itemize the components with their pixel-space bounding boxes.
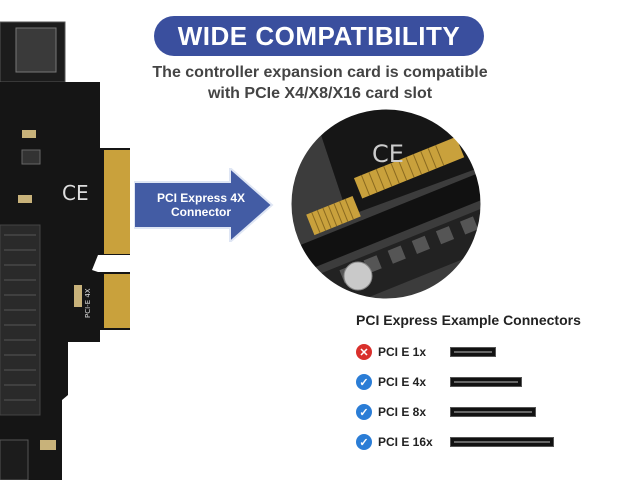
slot-16x (450, 437, 554, 447)
connector-label: PCI E 16x (378, 435, 433, 449)
slot-1x (450, 347, 496, 357)
gold-fingers-main (104, 150, 130, 254)
page-title: WIDE COMPATIBILITY (154, 16, 484, 56)
connector-row-4x: ✓ PCI E 4x (356, 371, 522, 393)
connector-row-1x: ✕ PCI E 1x (356, 341, 496, 363)
subtitle: The controller expansion card is compati… (120, 62, 520, 104)
connector-row-8x: ✓ PCI E 8x (356, 401, 536, 423)
callout-line-2: Connector (171, 205, 231, 219)
slot-closeup-image: CE (288, 106, 484, 302)
connector-label: PCI E 4x (378, 375, 427, 389)
connector-label: PCI E 8x (378, 405, 427, 419)
svg-text:CE: CE (372, 140, 404, 168)
connector-callout: PCI Express 4X Connector (146, 191, 256, 219)
slot-8x (450, 407, 536, 417)
connector-row-16x: ✓ PCI E 16x (356, 431, 554, 453)
svg-text:CE: CE (62, 181, 89, 205)
callout-line-1: PCI Express 4X (156, 191, 246, 205)
subtitle-line-1: The controller expansion card is compati… (152, 64, 488, 81)
cross-icon: ✕ (356, 344, 372, 360)
arrow-right-icon (134, 168, 274, 242)
slot-4x (450, 377, 522, 387)
connector-list-title: PCI Express Example Connectors (356, 312, 581, 328)
controller-card-illustration: CE PCI-E 4X (0, 21, 130, 480)
check-icon: ✓ (356, 404, 372, 420)
check-icon: ✓ (356, 374, 372, 390)
check-icon: ✓ (356, 434, 372, 450)
subtitle-line-2: with PCIe X4/X8/X16 card slot (207, 85, 433, 102)
gold-fingers-small (104, 274, 130, 328)
connector-label: PCI E 1x (378, 345, 427, 359)
card-edge-label: PCI-E 4X (84, 288, 92, 318)
